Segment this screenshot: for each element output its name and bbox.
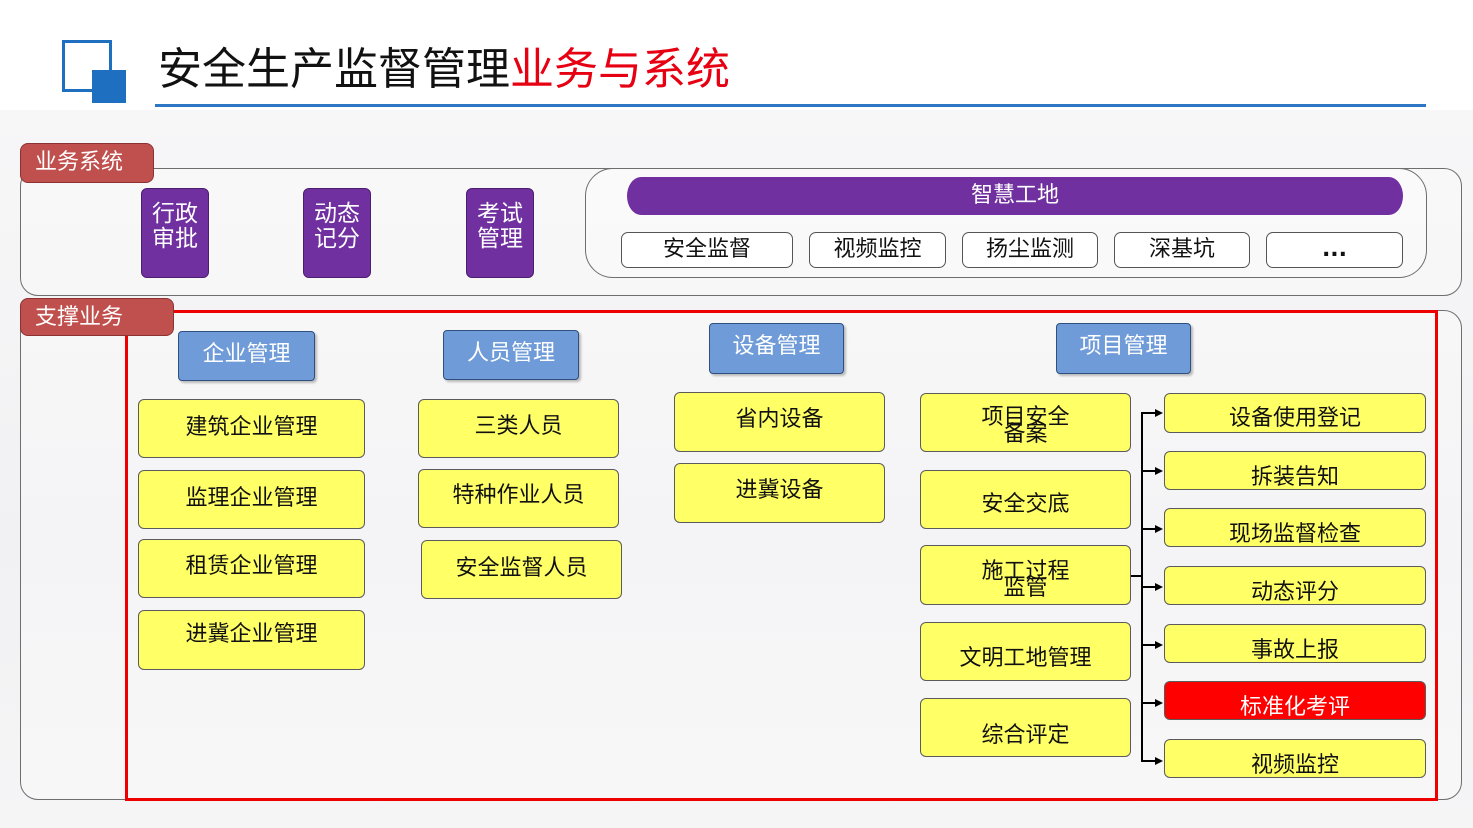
admin-approval-box[interactable]: 行政审批 bbox=[141, 188, 209, 278]
site-inspection-item[interactable]: 现场监督检查 bbox=[1164, 508, 1426, 547]
title-highlight: 业务与系统 bbox=[510, 44, 730, 95]
highlight-frame bbox=[125, 310, 1438, 801]
connector-branch bbox=[1141, 470, 1156, 472]
in-province-equipment-item[interactable]: 省内设备 bbox=[674, 392, 885, 452]
title-underline bbox=[155, 104, 1426, 107]
support-business-tag: 支撑业务 bbox=[20, 298, 174, 336]
smart-site-banner[interactable]: 智慧工地 bbox=[627, 177, 1403, 215]
connector-branch bbox=[1141, 644, 1156, 646]
supervision-enterprise-item[interactable]: 监理企业管理 bbox=[138, 470, 365, 529]
leasing-enterprise-item[interactable]: 租赁企业管理 bbox=[138, 539, 365, 598]
arrow-head bbox=[1155, 757, 1163, 765]
arrow-head bbox=[1155, 699, 1163, 707]
equipment-use-registration-item[interactable]: 设备使用登记 bbox=[1164, 393, 1426, 433]
civilized-site-management-item[interactable]: 文明工地管理 bbox=[920, 622, 1131, 681]
page-title: 安全生产监督管理业务与系统 bbox=[158, 38, 730, 102]
dynamic-rating-item[interactable]: 动态评分 bbox=[1164, 566, 1426, 605]
arrow-head bbox=[1155, 583, 1163, 591]
dynamic-scoring-box[interactable]: 动态记分 bbox=[303, 188, 371, 278]
construction-process-supervision-item[interactable]: 施工过程监管 bbox=[920, 545, 1131, 605]
special-operation-personnel-item[interactable]: 特种作业人员 bbox=[418, 469, 619, 528]
arrow-head bbox=[1155, 641, 1163, 649]
connector-branch bbox=[1141, 412, 1156, 414]
arrow-head bbox=[1155, 525, 1163, 533]
project-management-header[interactable]: 项目管理 bbox=[1056, 323, 1191, 374]
enterprise-management-header[interactable]: 企业管理 bbox=[178, 331, 315, 381]
incoming-equipment-item[interactable]: 进冀设备 bbox=[674, 463, 885, 523]
three-type-personnel-item[interactable]: 三类人员 bbox=[418, 399, 619, 458]
sub-more[interactable]: ... bbox=[1266, 232, 1403, 268]
sub-safety-supervision[interactable]: 安全监督 bbox=[621, 232, 793, 268]
exam-management-box[interactable]: 考试管理 bbox=[466, 188, 534, 278]
standardization-assessment-item[interactable]: 标准化考评 bbox=[1164, 681, 1426, 720]
equipment-management-header[interactable]: 设备管理 bbox=[709, 323, 844, 374]
safety-supervision-personnel-item[interactable]: 安全监督人员 bbox=[421, 540, 622, 599]
video-surveillance-item[interactable]: 视频监控 bbox=[1164, 739, 1426, 778]
comprehensive-evaluation-item[interactable]: 综合评定 bbox=[920, 698, 1131, 757]
arrow-head bbox=[1155, 409, 1163, 417]
sub-video-monitoring[interactable]: 视频监控 bbox=[809, 232, 946, 268]
safety-briefing-item[interactable]: 安全交底 bbox=[920, 470, 1131, 529]
incoming-enterprise-item[interactable]: 进冀企业管理 bbox=[138, 610, 365, 670]
connector-branch bbox=[1141, 760, 1156, 762]
sub-dust-monitoring[interactable]: 扬尘监测 bbox=[962, 232, 1098, 268]
accident-report-item[interactable]: 事故上报 bbox=[1164, 624, 1426, 663]
connector-branch bbox=[1141, 586, 1156, 588]
arrow-head bbox=[1155, 467, 1163, 475]
title-main: 安全生产监督管理 bbox=[158, 44, 510, 95]
business-systems-tag: 业务系统 bbox=[20, 143, 154, 183]
dismantling-notice-item[interactable]: 拆装告知 bbox=[1164, 451, 1426, 490]
logo-filled-square bbox=[92, 70, 126, 103]
connector-trunk-stub bbox=[1131, 575, 1142, 577]
personnel-management-header[interactable]: 人员管理 bbox=[443, 330, 579, 380]
project-safety-filing-item[interactable]: 项目安全备案 bbox=[920, 393, 1131, 452]
connector-branch bbox=[1141, 528, 1156, 530]
construction-enterprise-item[interactable]: 建筑企业管理 bbox=[138, 399, 365, 458]
sub-deep-foundation-pit[interactable]: 深基坑 bbox=[1114, 232, 1250, 268]
connector-branch bbox=[1141, 702, 1156, 704]
